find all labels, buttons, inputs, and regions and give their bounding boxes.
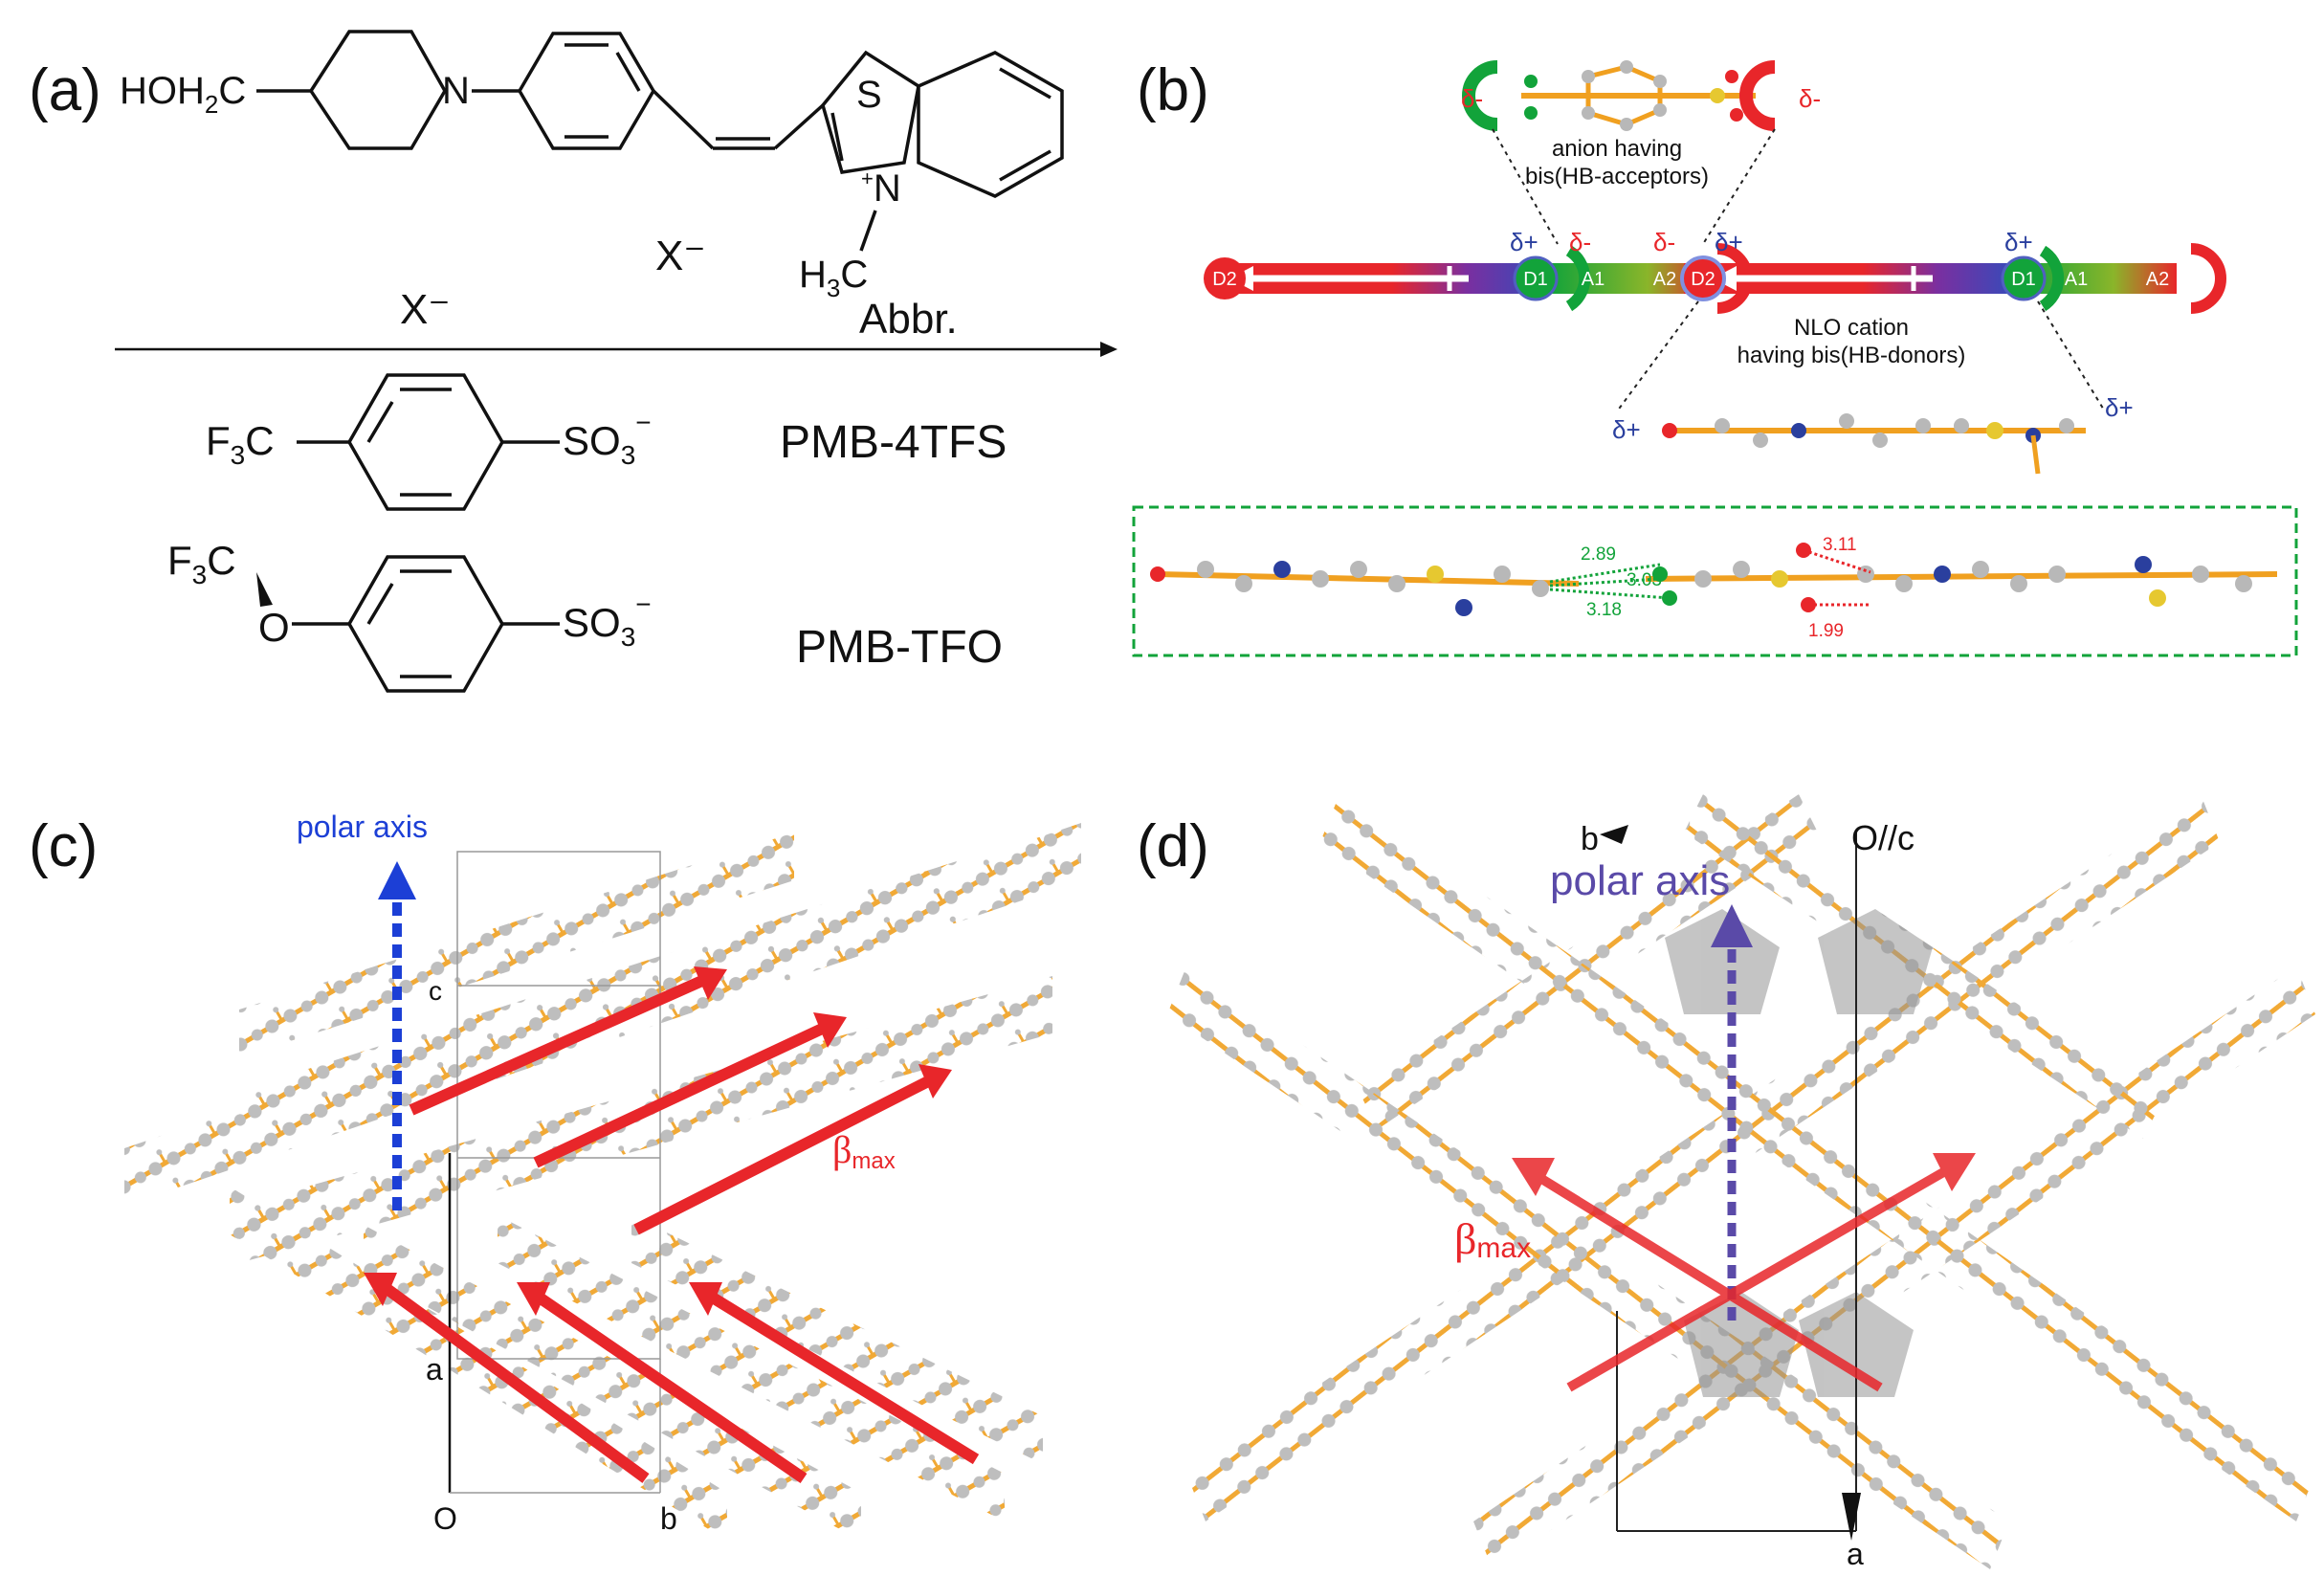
cation-caption-1: NLO cation [1794, 315, 1909, 341]
anion-delta-minus-left: δ- [1461, 84, 1483, 113]
axis-a-label-d: a [1847, 1537, 1864, 1571]
cf3-label-1: F3C [206, 418, 275, 470]
s-atom-label: S [856, 74, 882, 116]
node-d2-left-label: D2 [1212, 269, 1237, 290]
panel-c: (c) polar axis [29, 810, 1081, 1541]
anion-caption-2: bis(HB-acceptors) [1525, 164, 1709, 189]
axis-a-label-c: a [426, 1352, 443, 1387]
hb-distance-box [1132, 505, 2298, 657]
axis-b-label-d: b [1581, 821, 1599, 857]
anion-molecule [1462, 60, 1776, 131]
node-a1-left-label: A1 [1582, 269, 1605, 290]
benzene-ring-2 [346, 373, 505, 511]
node-d2-mid-label: D2 [1691, 269, 1715, 290]
cation-delta-plus-left: δ+ [1612, 415, 1641, 444]
node-a2-right-label: A2 [2146, 269, 2169, 290]
delta-plus-d1-right: δ+ [2004, 228, 2033, 256]
thiazole-ring [821, 50, 920, 174]
n-atom-label: N [442, 70, 470, 112]
cation-delta-plus-right: δ+ [2105, 393, 2134, 422]
anion-caption-1: anion having [1552, 136, 1682, 162]
panel-a: (a) HOH2C N S [29, 30, 1118, 693]
cation-molecule [1662, 413, 2086, 475]
beta-arrows-d [1512, 1153, 1976, 1392]
node-a2-left-label: A2 [1653, 269, 1676, 290]
cation-caption-2: having bis(HB-donors) [1737, 343, 1966, 368]
cation-structure: HOH2C N S +N H3C [120, 30, 1064, 302]
node-d1-right [2001, 255, 2047, 301]
polar-axis-label-d: polar axis [1550, 857, 1730, 904]
methyl-label: H3C [799, 254, 868, 302]
distance-3-11: 3.11 [1823, 535, 1857, 555]
panel-d: (d) polar axis [1137, 794, 2315, 1571]
node-d2-mid [1680, 255, 1726, 301]
piperidine-ring [308, 30, 448, 150]
n-plus-label: +N [861, 166, 901, 210]
panel-b: (b) δ- δ- anion having bis(HB-acceptors) [1132, 57, 2298, 657]
anion-row-1: F3C SO3− [206, 373, 652, 511]
distance-2-89: 2.89 [1581, 544, 1616, 565]
axis-b-label-c: b [660, 1501, 677, 1536]
packing-molecules-d [1167, 794, 2315, 1569]
anion-delta-minus-right: δ- [1799, 84, 1821, 113]
abbr-column-header: Abbr. [859, 296, 958, 343]
delta-plus-d2-mid: δ+ [1715, 228, 1743, 256]
polar-axis-label-c: polar axis [297, 810, 428, 844]
table-rule-arrowhead [1100, 342, 1118, 357]
counterion-x-label: X⁻ [655, 233, 706, 279]
panel-a-label: (a) [29, 57, 101, 123]
abbr-row-2: PMB-TFO [796, 622, 1003, 673]
node-d1-left [1513, 255, 1559, 301]
anion-row-2: F3C O SO3− [167, 538, 652, 693]
node-d2-left [1204, 257, 1246, 300]
beta-arrows-c [364, 966, 980, 1483]
distance-3-03: 3.03 [1627, 570, 1662, 590]
delta-plus-d1-left: δ+ [1510, 228, 1538, 256]
hb-chain-molecules [1150, 543, 2278, 616]
axis-c-label: c [429, 976, 442, 1006]
o-atom-label: O [258, 605, 290, 650]
benzene-ring-3 [346, 555, 505, 693]
distance-3-18: 3.18 [1586, 600, 1622, 620]
beta-max-label-c: βmax [832, 1128, 896, 1174]
so3-label-2: SO3− [563, 589, 652, 652]
panel-b-label: (b) [1137, 57, 1209, 123]
panel-d-label: (d) [1137, 813, 1209, 879]
so3-label-1: SO3− [563, 408, 652, 470]
node-a1-right-label: A1 [2065, 269, 2088, 290]
benzene-ring-1 [517, 32, 656, 150]
panel-c-label: (c) [29, 813, 98, 879]
axis-o-label-c: O [433, 1501, 457, 1536]
delta-minus-a2-left: δ- [1653, 228, 1675, 256]
benzo-ring [917, 51, 1064, 198]
node-d1-left-label: D1 [1523, 269, 1548, 290]
axis-oc-label: O//c [1851, 818, 1915, 857]
packing-molecules-c [124, 823, 1081, 1541]
x-column-header: X⁻ [400, 286, 451, 333]
hoh2c-label: HOH2C [120, 70, 246, 119]
distance-1-99: 1.99 [1808, 621, 1844, 641]
abbr-row-1: PMB-4TFS [780, 417, 1007, 468]
beta-max-label-d: βmax [1454, 1214, 1531, 1264]
delta-minus-a1-left: δ- [1569, 228, 1591, 256]
hb-chain-schematic [1204, 243, 2226, 314]
cf3-label-2: F3C [167, 538, 236, 589]
node-d1-right-label: D1 [2011, 269, 2036, 290]
